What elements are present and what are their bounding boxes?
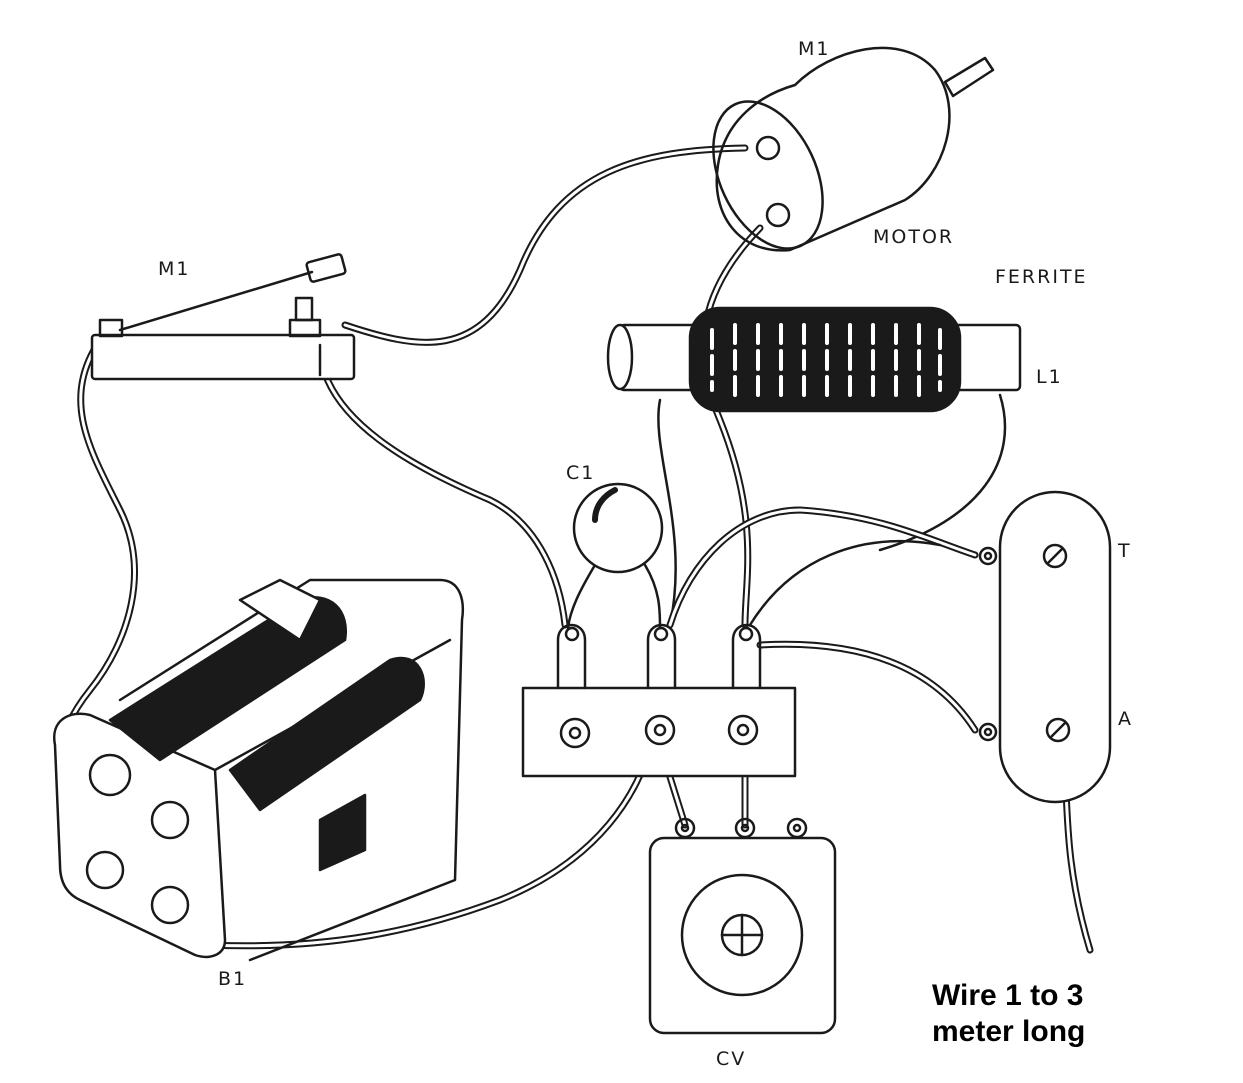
motor-terminal-bottom [765,202,791,228]
terminal-strip [521,623,797,778]
cv-dial [680,873,804,997]
battery-label: B1 [218,968,248,990]
variable-capacitor [648,817,837,1035]
strip-screws [559,714,759,749]
coil-windings [688,306,962,413]
note-line-1: Wire 1 to 3 [932,979,1084,1012]
holder-front [52,712,227,959]
wires [56,144,1094,954]
t-screw [1042,543,1068,569]
motor-body [715,46,951,252]
motor-end-cap [712,100,824,250]
antenna-board [978,490,1112,804]
reed-body [90,333,356,381]
capacitor-label: C1 [566,462,596,484]
wire-motor-to-reed [341,144,749,346]
wire-coil-to-t [878,393,1007,552]
wire-coil-to-strip [657,398,677,627]
note-line-2: meter long [932,1015,1086,1048]
strip-board [521,686,797,778]
motor-shaft [943,56,995,98]
reed-ref-label: M1 [158,258,191,280]
reed-switch [90,253,356,381]
motor-terminal-top [755,135,781,161]
ferrite-coil [606,306,1022,413]
terminal-t-label: T [1118,540,1132,562]
capacitor-c1 [572,482,664,574]
c1-disc [572,482,664,574]
wire-motor-to-strip [700,224,764,629]
battery-holder [52,578,464,962]
variable-cap-label: CV [716,1048,747,1070]
c1-leg-left [566,563,597,630]
battery-cell-2 [228,656,425,812]
wire-strip-to-t [666,506,979,629]
terminal-a-label: A [1118,708,1133,730]
c1-leg-right [643,563,662,630]
motor-name-label: MOTOR [873,226,955,248]
a-screw [1045,717,1071,743]
motor [712,46,995,252]
wire-length-note: Wire 1 to 3 meter long [932,978,1085,1050]
coil-label: L1 [1036,366,1063,388]
ferrite-label: FERRITE [995,266,1088,288]
wire-reed-to-strip [316,341,569,629]
holder-back [118,578,464,962]
wire-strip-up [748,539,942,627]
motor-ref-label: M1 [798,38,831,60]
ta-board [998,490,1112,804]
